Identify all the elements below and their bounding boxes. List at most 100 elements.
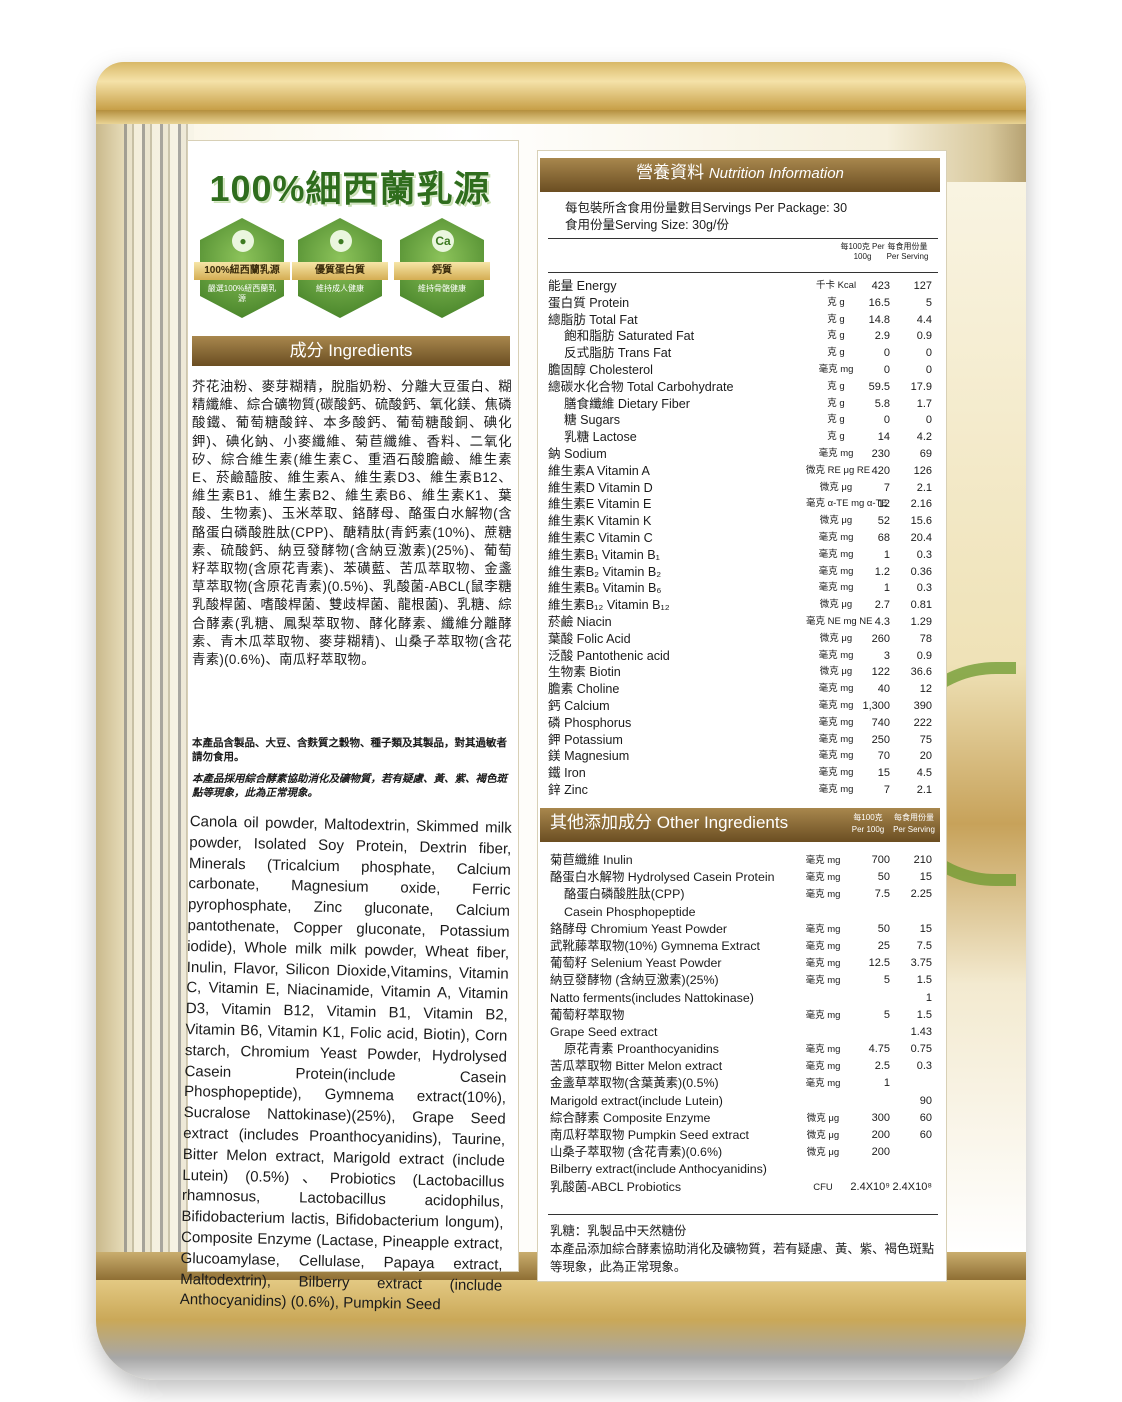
nutrition-heading: 營養資料 Nutrition Information [540,158,940,192]
nutrient-unit: 毫克 NE mg NE [806,615,873,627]
nutrient-unit: 毫克 mg [818,548,854,560]
nutrient-unit: 毫克 mg [805,975,841,987]
value-per-serving: 7.5 [916,939,932,952]
nutrient-name: 苦瓜萃取物 Bitter Melon extract [550,1059,723,1074]
nutrient-unit: 微克 μg [819,515,853,527]
nutrient-name: 維生素B₁₂ Vitamin B₁₂ [548,598,670,613]
value-per-100g: 0 [883,347,890,360]
nutrient-name: 金盞草萃取物(含葉黃素)(0.5%) [550,1076,719,1091]
nutrient-unit: 微克 μg [819,599,853,611]
badge-protein: ● 優質蛋白質 維持成人健康 [292,218,388,318]
nutrient-unit: 微克 μg [819,481,853,493]
nutrient-name: 鉻酵母 Chromium Yeast Powder [550,921,727,936]
nutrient-name: 鈉 Sodium [548,446,607,461]
cow-icon: ● [232,230,254,252]
value-per-serving: 2.16 [910,498,932,511]
nutrient-name: 總碳水化合物 Total Carbohydrate [548,379,734,394]
nutrient-name: 泛酸 Pantothenic acid [548,648,670,663]
nutrient-unit: 克 g [827,330,845,342]
value-per-serving: 0 [925,414,932,427]
nutrient-unit: 微克 μg [806,1130,840,1141]
serving-info: 每包裝所含食用份量數目Servings Per Package: 30 食用份量… [565,200,925,234]
nutrient-name: 酪蛋白水解物 Hydrolysed Casein Protein [550,870,775,885]
can-top-rim [96,62,1026,110]
nutrient-name: 蛋白質 Protein [548,295,630,310]
divider [548,1214,938,1215]
footnotes: 乳糖：乳製品中天然糖份 本產品添加綜合酵素協助消化及礦物質，若有疑慮、黃、紫、褐… [550,1222,940,1276]
nutrient-unit: 克 g [827,431,845,443]
nutrient-name: Grape Seed extract [550,1024,658,1039]
can-top-band [96,110,1026,124]
nutrient-name: 總脂肪 Total Fat [548,312,638,327]
nutrient-name: 維生素E Vitamin E [548,497,652,512]
value-per-100g: 2.4X10⁹ [850,1180,890,1193]
value-per-serving: 126 [913,464,932,477]
value-per-serving: 3.75 [910,957,932,970]
value-per-100g: 1,300 [862,699,890,712]
value-per-100g: 200 [871,1146,890,1159]
nutrient-name: 維生素A Vitamin A [548,463,650,478]
nutrient-unit: 毫克 mg [818,683,854,695]
nutrient-unit: 毫克 mg [818,716,854,728]
nutrient-unit: 克 g [827,347,845,359]
value-per-serving: 78 [919,632,932,645]
nutrient-name: 膳食纖維 Dietary Fiber [564,396,690,411]
nutrient-name: 磷 Phosphorus [548,715,632,730]
value-per-100g: 2.9 [874,330,890,343]
value-per-100g: 0 [883,414,890,427]
nutrient-name: 維生素B₂ Vitamin B₂ [548,564,662,579]
nutrient-name: 維生素B₁ Vitamin B₁ [548,547,660,562]
nutrition-column-headers: 每100克 Per 100g每食用份量 Per Serving [840,242,935,262]
nutrient-unit: 毫克 mg [818,363,854,375]
value-per-100g: 200 [871,1129,890,1141]
value-per-serving: 4.5 [916,767,932,780]
value-per-100g: 50 [877,922,890,935]
value-per-100g: 15 [877,767,890,780]
value-per-100g: 423 [871,280,890,292]
value-per-100g: 7.5 [874,888,890,901]
value-per-100g: 260 [871,632,890,645]
value-per-100g: 12 [877,498,890,511]
value-per-100g: 70 [877,750,890,763]
divider [548,238,938,239]
ingredients-chinese: 芥花油粉、麥芽糊精，脫脂奶粉、分離大豆蛋白、糊精纖維、綜合礦物質(碳酸鈣、硫酸鈣… [192,379,512,668]
value-per-100g: 420 [871,464,890,477]
value-per-serving: 222 [913,716,932,729]
can-bottom-rim [96,1280,1026,1380]
value-per-100g: 7 [883,783,890,796]
value-per-serving: 15.6 [910,515,932,528]
nutrient-name: 維生素B₆ Vitamin B₆ [548,581,662,596]
table-row: Natto ferments(includes Nattokinase)1 [550,990,938,1007]
value-per-100g: 12.5 [868,957,890,970]
value-per-100g: 3 [883,649,890,662]
nutrient-name: 乳糖 Lactose [564,430,637,445]
nutrient-unit: 微克 μg [819,666,853,678]
nutrition-label-panel [537,150,947,1282]
brand-title: 100%細西蘭乳源 [209,168,491,209]
other-ingredients-heading: 其他添加成分 Other Ingredients 每100克 Per 100g … [540,808,940,842]
badge-sub: 維持骨骼健康 [418,284,466,293]
value-per-serving: 60 [919,1111,932,1124]
value-per-100g: 52 [877,515,890,528]
other-col-per-100g: 每100克 Per 100g [851,813,885,834]
nutrient-name: 酪蛋白磷酸胜肽(CPP) [564,887,685,902]
badge-label: 優質蛋白質 [292,262,388,280]
value-per-serving: 1.7 [916,397,932,410]
nutrient-unit: 毫克 mg [805,1009,841,1021]
